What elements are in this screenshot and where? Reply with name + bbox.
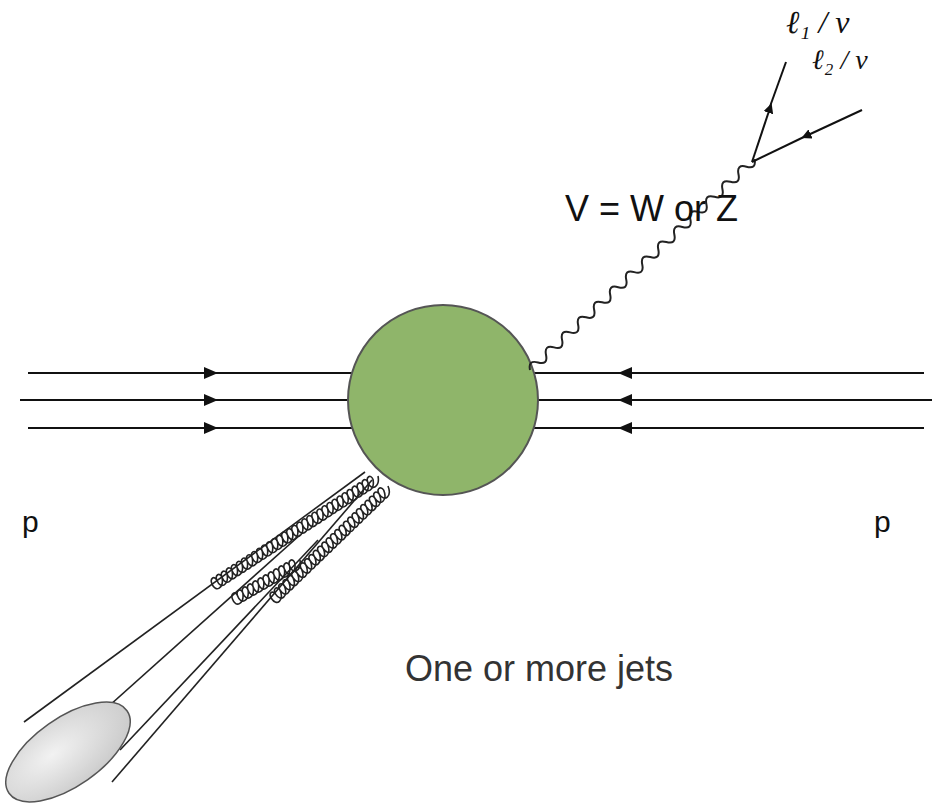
lepton-label: ℓ₂ / ν [812,44,868,76]
hard-scatter-blob [348,305,538,495]
proton-ellipse [8,305,90,497]
proton-ellipse [860,305,942,497]
lepton-label: ℓ₁ / ν [786,4,850,41]
proton: p [860,305,942,555]
proton-label: p [22,505,39,539]
boson-label: V = W or Z [565,188,738,230]
jets-label: One or more jets [405,648,673,690]
detector-dish [0,683,146,811]
boson-line [527,156,758,373]
proton-label: p [874,505,891,539]
lepton-lines [752,62,862,162]
gluon-curls [209,472,393,605]
proton: p [8,305,90,555]
